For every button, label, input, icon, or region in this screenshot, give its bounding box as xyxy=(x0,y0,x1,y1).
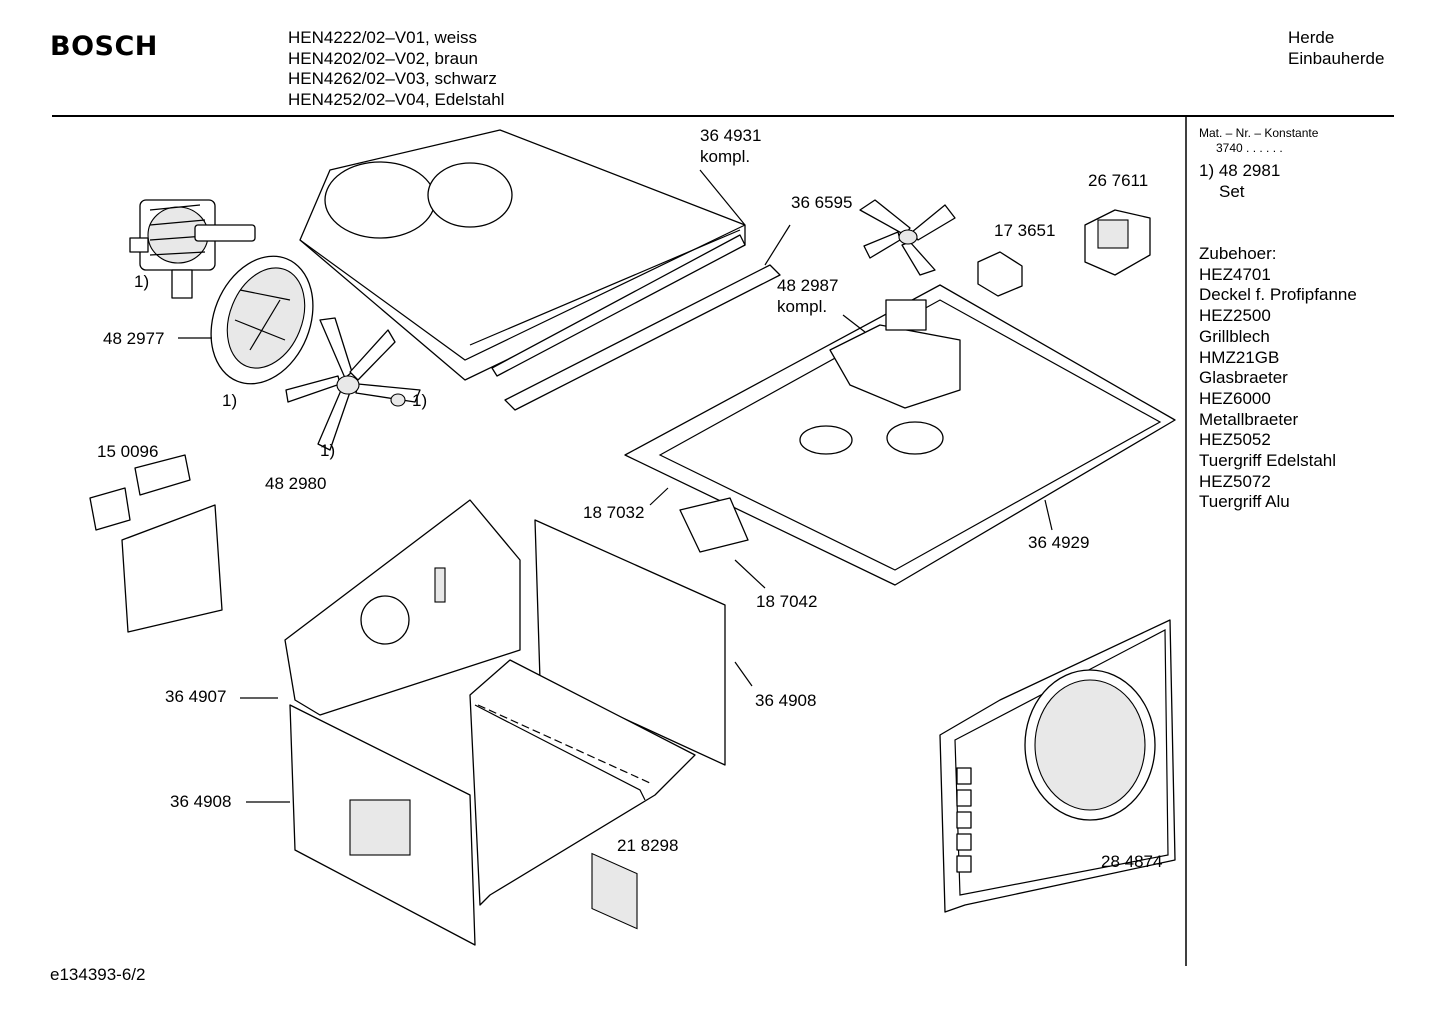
part-label: 36 6595 xyxy=(791,193,853,212)
accessory-item: HEZ4701 xyxy=(1199,264,1271,284)
door-drawing xyxy=(939,619,1176,913)
document-id: e134393-6/2 xyxy=(50,965,146,984)
accessory-item: Grillblech xyxy=(1199,326,1270,346)
transformer-drawing xyxy=(1084,209,1151,276)
accessory-item: HEZ5072 xyxy=(1199,471,1271,491)
footnote-marker: 1) xyxy=(134,272,150,291)
part-label: 15 0096 xyxy=(97,442,159,461)
part-label: 18 7032 xyxy=(583,503,645,522)
leader-lines xyxy=(178,169,1053,803)
thermostat-drawing xyxy=(977,251,1023,297)
trim-strip-drawing xyxy=(504,264,781,411)
category-line: Herde xyxy=(1288,28,1335,47)
mat-number-value: 3740 . . . . . . xyxy=(1216,141,1283,155)
accessory-item: HEZ5052 xyxy=(1199,430,1271,450)
set-note: 1) 48 2981 xyxy=(1199,161,1281,180)
part-label: 36 4908 xyxy=(755,691,817,710)
duct-cover-drawing xyxy=(299,129,746,381)
fan-motor-drawing xyxy=(129,199,256,299)
bracket-drawing xyxy=(89,454,223,633)
part-label: 17 3651 xyxy=(994,221,1056,240)
fan-blade-drawing xyxy=(285,317,421,451)
accessory-item: Tuergriff Edelstahl xyxy=(1199,451,1337,471)
category-line: Einbauherde xyxy=(1288,48,1385,68)
model-list: HEN4222/02–V01, weiss HEN4202/02–V02, br… xyxy=(288,28,504,110)
footnote-marker: 1) xyxy=(412,391,428,410)
accessories-title: Zubehoer: xyxy=(1199,244,1277,263)
model-line: HEN4252/02–V04, Edelstahl xyxy=(288,89,505,109)
fan-housing-drawing xyxy=(210,255,314,385)
accessory-item: Tuergriff Alu xyxy=(1199,492,1290,512)
back-wall-drawing xyxy=(284,499,521,716)
top-panel-drawing xyxy=(624,284,1176,586)
brand-logo: BOSCH xyxy=(50,31,158,62)
sensor-drawing xyxy=(679,497,749,553)
accessory-item: Deckel f. Profipfanne xyxy=(1199,285,1357,305)
footnote-marker: 1) xyxy=(320,441,336,460)
part-label: 21 8298 xyxy=(617,836,679,855)
part-label-suffix: kompl. xyxy=(777,297,828,316)
part-label: 48 2987 xyxy=(777,276,839,295)
footnote-marker: 1) xyxy=(222,391,238,410)
accessories-list: Zubehoer: HEZ4701 Deckel f. Profipfanne … xyxy=(1199,244,1357,513)
part-label: 48 2977 xyxy=(103,329,165,348)
model-line: HEN4262/02–V03, schwarz xyxy=(288,69,497,88)
mat-number-title: Mat. – Nr. – Konstante xyxy=(1199,126,1319,140)
accessory-item: Glasbraeter xyxy=(1199,368,1288,388)
part-label: 36 4908 xyxy=(170,792,232,811)
part-label: 36 4931 xyxy=(700,126,762,145)
propeller-drawing xyxy=(859,199,956,276)
model-line: HEN4222/02–V01, weiss xyxy=(288,28,478,47)
part-label-suffix: kompl. xyxy=(700,147,751,166)
part-label: 18 7042 xyxy=(756,592,818,611)
part-label: 26 7611 xyxy=(1088,171,1149,190)
part-label: 36 4907 xyxy=(165,687,227,706)
bottom-tray-drawing xyxy=(469,659,696,906)
side-wall-left-drawing xyxy=(289,704,476,946)
trim-strip-upper-drawing xyxy=(491,234,746,377)
accessory-item: HEZ6000 xyxy=(1199,388,1271,408)
part-label: 28 4874 xyxy=(1101,852,1163,871)
set-note-label: Set xyxy=(1219,182,1245,201)
accessory-item: HEZ2500 xyxy=(1199,306,1271,326)
category-block: Herde Einbauherde xyxy=(1288,28,1384,69)
part-label: 48 2980 xyxy=(265,474,327,493)
accessory-item: Metallbraeter xyxy=(1199,409,1299,429)
side-wall-right-drawing xyxy=(534,519,726,766)
accessory-item: HMZ21GB xyxy=(1199,347,1280,367)
part-label: 36 4929 xyxy=(1028,533,1090,552)
nut-drawing xyxy=(390,393,406,407)
model-line: HEN4202/02–V02, braun xyxy=(288,48,478,68)
